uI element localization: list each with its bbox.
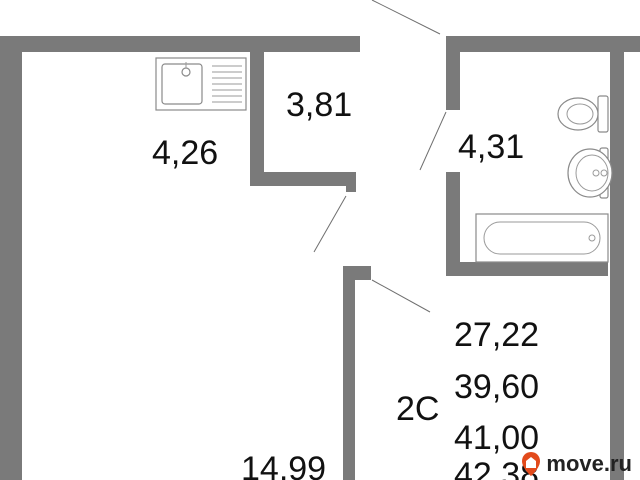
top-wall-left	[0, 36, 360, 52]
toilet-icon	[557, 95, 609, 133]
bathroom-left-wall-bottom	[446, 172, 460, 276]
storage-area-label: 3,81	[286, 86, 353, 124]
walls	[0, 36, 640, 480]
kitchen-area-label: 4,26	[152, 134, 219, 172]
total-area-label: 39,60	[454, 368, 540, 406]
bathroom-area-label: 4,31	[458, 128, 525, 166]
bathroom-sink-icon	[567, 147, 613, 199]
watermark-text: move.ru	[546, 451, 632, 476]
bathroom-door-line	[419, 111, 447, 171]
storage-door-line	[313, 195, 347, 253]
kitchen-storage-wall	[250, 52, 264, 186]
entrance-door-line	[371, 0, 441, 35]
living-room-area-label: 14,99	[241, 450, 327, 480]
doors	[313, 0, 447, 313]
bathroom-bottom-wall	[446, 262, 608, 276]
extended-area-label: 42,38	[454, 456, 540, 480]
unit-type-label: 2С	[396, 390, 440, 428]
bathtub-icon	[475, 213, 609, 263]
bathroom-left-wall-top	[446, 52, 460, 110]
living-room-right-wall	[343, 266, 355, 480]
storage-bottom-wall	[250, 172, 356, 186]
living-room-wall-stub	[343, 266, 371, 280]
total-area-with-balcony-label: 41,00	[454, 419, 540, 457]
location-pin-icon	[522, 452, 541, 476]
living-room-door-line	[371, 279, 431, 313]
storage-bottom-stub	[346, 180, 356, 192]
left-outer-wall	[0, 36, 22, 480]
right-wall	[610, 52, 624, 480]
kitchen-sink-icon	[155, 57, 247, 111]
living-area-label: 27,22	[454, 316, 540, 354]
top-wall-right	[446, 36, 640, 52]
move-ru-watermark: move.ru	[520, 450, 632, 478]
